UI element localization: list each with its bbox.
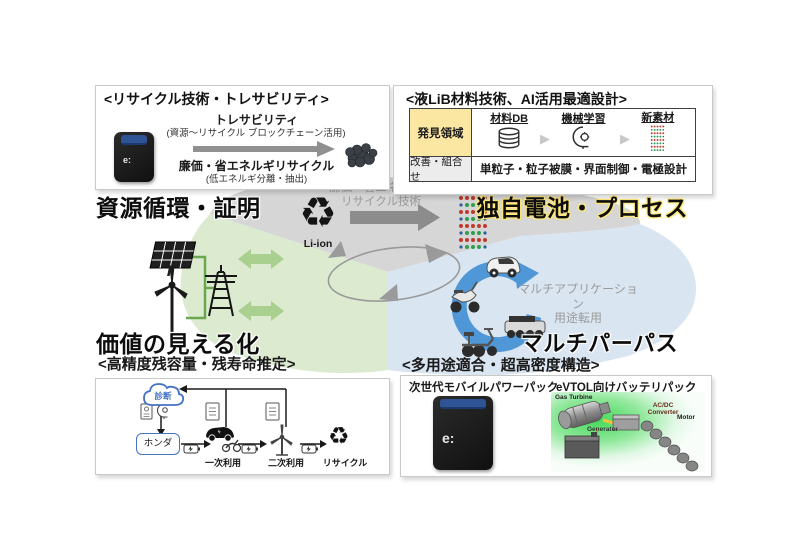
exchange-arrow-top xyxy=(238,249,284,269)
wind-turbine-small-icon xyxy=(270,424,293,456)
converter-icon xyxy=(612,414,640,431)
loop-arrowhead-left xyxy=(328,241,346,258)
sector-green xyxy=(180,214,388,373)
battery-logo: e: xyxy=(123,155,132,165)
motor-row-icon xyxy=(640,420,699,472)
rover-icon xyxy=(504,316,546,338)
machine-learning-label: 機械学習 xyxy=(561,113,606,125)
stage-recycle: リサイクル xyxy=(322,458,368,468)
col-machine-learning: 機械学習 xyxy=(546,110,620,155)
evtol-powertrain-graphics xyxy=(558,401,699,472)
label-original-battery-process: 独自電池・プロセス xyxy=(476,195,688,221)
multipurpose-subtitle: <多用途適合・超高密度構造> xyxy=(402,357,600,374)
panel-title: <リサイクル技術・トレサビリティ> xyxy=(104,91,329,107)
table-row2-value: 単粒子・粒子被膜・界面制御・電極設計 xyxy=(480,164,687,176)
cloud-label: 診断 xyxy=(154,391,172,401)
maker-box: ホンダ xyxy=(136,433,180,455)
liion-recycle-icon: ♻ xyxy=(299,189,337,236)
multiapp-caption-line2: 用途転用 xyxy=(553,311,602,325)
col-material-db: 材料DB xyxy=(472,110,546,155)
panel-lifecycle-flow: 診断 ホンダ ♻ 一次利用 二次利用 リサイクル xyxy=(95,378,390,475)
gas-turbine-icon xyxy=(558,401,611,429)
panel-title: <液LiB材料技術、AI活用最適設計> xyxy=(406,91,627,107)
battery-logo: e: xyxy=(442,430,455,447)
micro-car-icon xyxy=(486,256,521,278)
wind-turbine-icon xyxy=(154,265,188,334)
cheap-recycle-label: 廉価・省エネルギリサイクル xyxy=(178,159,335,173)
cloud-icon xyxy=(143,383,185,406)
panel-lib-materials-ai: <液LiB材料技術、AI活用最適設計> 発見領域 材料DB xyxy=(393,85,713,195)
battery-chip-icon xyxy=(183,444,200,454)
battery-chip-icon xyxy=(241,444,258,454)
circulation-loop xyxy=(327,241,461,302)
process-caption-line2: リサイクル技術 xyxy=(341,195,421,208)
new-material-label: 新素材 xyxy=(641,111,675,124)
diagnosis-cloud: 診断 xyxy=(140,379,186,411)
stage-secondary-use: 二次利用 xyxy=(267,458,304,468)
discovery-table: 発見領域 材料DB 機械学習 xyxy=(409,108,696,183)
table-row1-content: 材料DB 機械学習 xyxy=(472,109,695,157)
panel-recycle-traceability: <リサイクル技術・トレサビリティ> e: トレサビリティ (資源〜リサイクル ブ… xyxy=(95,85,390,190)
multiapp-caption-line1: マルチアプリケーション xyxy=(518,282,638,311)
step-arrow-icon: ▶ xyxy=(540,131,550,146)
solar-panel-icon xyxy=(149,241,197,276)
generator-label: Generator xyxy=(587,426,619,433)
power-tower-icon xyxy=(205,265,237,317)
caption-evtol-pack: eVTOL向けバッテリパック xyxy=(556,382,697,394)
label-resource-circulation: 資源循環・証明 xyxy=(96,195,261,221)
lifecycle-flow-lines xyxy=(140,385,327,456)
caption-mobile-power-pack: 次世代モバイルパワーパック xyxy=(409,382,559,394)
motor-label: Motor xyxy=(677,414,696,421)
ai-head-icon xyxy=(572,126,590,149)
loop-arrowhead-bottom xyxy=(379,284,398,301)
multiapp-caption: マルチアプリケーション 用途転用 xyxy=(515,282,641,326)
car-and-scooter-icon xyxy=(206,427,242,453)
traceability-arrow xyxy=(193,141,335,157)
panel-multipurpose-products: 次世代モバイルパワーパック eVTOL向けバッテリパック e: xyxy=(400,375,712,477)
evtol-battery-icon xyxy=(564,432,600,459)
mobile-power-pack-large: e: xyxy=(433,396,493,470)
recovered-material-icon xyxy=(345,143,378,168)
scooter-icon xyxy=(450,281,480,313)
material-db-label: 材料DB xyxy=(490,113,529,125)
estimation-subtitle: <高精度残容量・残寿命推定> xyxy=(98,356,296,373)
col-new-material: 新素材 xyxy=(621,109,695,157)
loop-arrowhead-right xyxy=(425,244,448,263)
battery-handle xyxy=(440,399,486,409)
data-sheet-icon xyxy=(265,402,280,421)
stage-primary-use: 一次利用 xyxy=(204,458,241,468)
table-row1-header: 発見領域 xyxy=(410,109,472,157)
liion-label: Li-ion xyxy=(303,238,333,250)
label-multipurpose: マルチパーパス xyxy=(520,331,678,356)
traceability-label: トレサビリティ xyxy=(214,113,299,127)
data-sheet-icon xyxy=(205,402,220,421)
gas-turbine-label: Gas Turbine xyxy=(555,394,593,401)
label-value-visualization: 価値の見える化 xyxy=(96,331,260,357)
process-arrow xyxy=(350,204,440,231)
traceability-sub: (資源〜リサイクル ブロックチェーン活用) xyxy=(166,128,346,139)
battery-chip-icon xyxy=(301,444,318,454)
table-row2-header: 改善・組合せ xyxy=(410,156,472,183)
database-icon xyxy=(498,127,520,149)
trike-icon xyxy=(462,328,497,357)
converter-label: AC/DC Converter xyxy=(647,402,679,416)
battery-handle xyxy=(121,135,147,145)
evtol-powertrain-image: Gas Turbine Generator AC/DC Converter Mo… xyxy=(551,392,705,472)
recycle-icon: ♻ xyxy=(328,423,350,450)
step-arrow-icon: ▶ xyxy=(620,131,630,146)
ai-head-small-icon xyxy=(156,403,168,419)
new-material-crystal-icon xyxy=(651,124,665,151)
cheap-recycle-sub: (低エネルギ分離・抽出) xyxy=(205,174,308,185)
mobile-power-pack-small: e: xyxy=(114,132,154,182)
exchange-arrow-bottom xyxy=(238,301,284,321)
